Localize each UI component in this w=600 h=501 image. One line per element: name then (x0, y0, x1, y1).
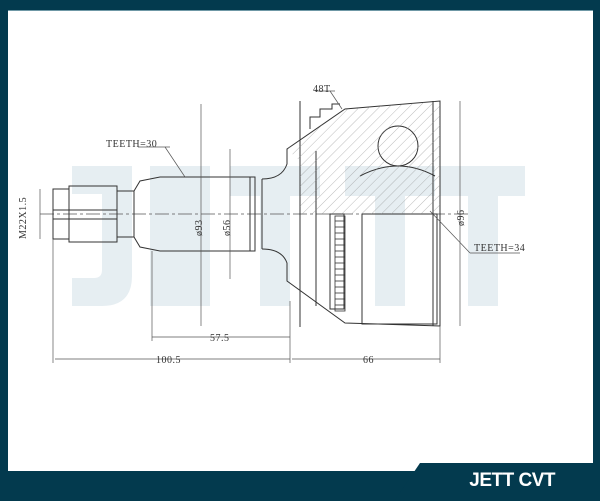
diameter-96-label: ø96 (456, 209, 467, 227)
inner-spline-callout: TEETH=34 (474, 243, 526, 254)
outer-spline-callout: TEETH=30 (106, 139, 158, 150)
brand-footer-tab (395, 463, 600, 500)
diameter-56-label: ø56 (222, 219, 233, 237)
watermark-logo (72, 166, 525, 306)
length-66-label: 66 (363, 355, 374, 366)
length-100-5-label: 100.5 (156, 355, 181, 366)
length-57-5-label: 57.5 (210, 333, 230, 344)
brand-logo-text: JETT CVT (469, 470, 555, 491)
drawing-canvas: M22X1.5 TEETH=30 48T TEETH=34 ø93 ø56 ø9… (8, 10, 593, 471)
abs-ring-callout: 48T (313, 84, 331, 95)
thread-dimension: M22X1.5 (18, 196, 29, 239)
diameter-93-label: ø93 (194, 219, 205, 237)
